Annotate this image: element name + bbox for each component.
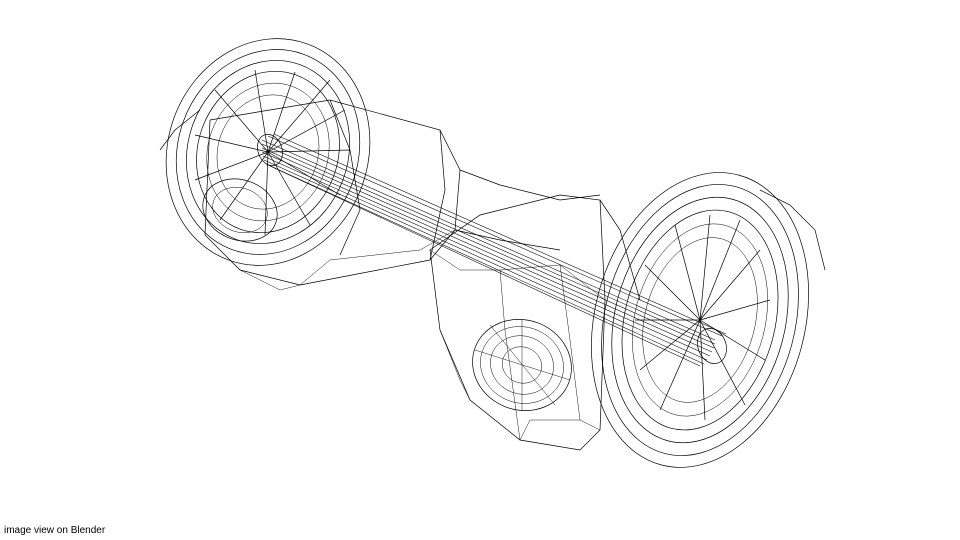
axle-wireframe	[257, 133, 727, 367]
right-wheel-wireframe	[591, 172, 826, 468]
left-wheel-wireframe	[159, 38, 371, 266]
image-caption: image view on Blender	[4, 525, 106, 536]
hoverboard-body-wireframe	[204, 99, 641, 451]
motor-ellipsoid-wireframe	[472, 319, 572, 411]
